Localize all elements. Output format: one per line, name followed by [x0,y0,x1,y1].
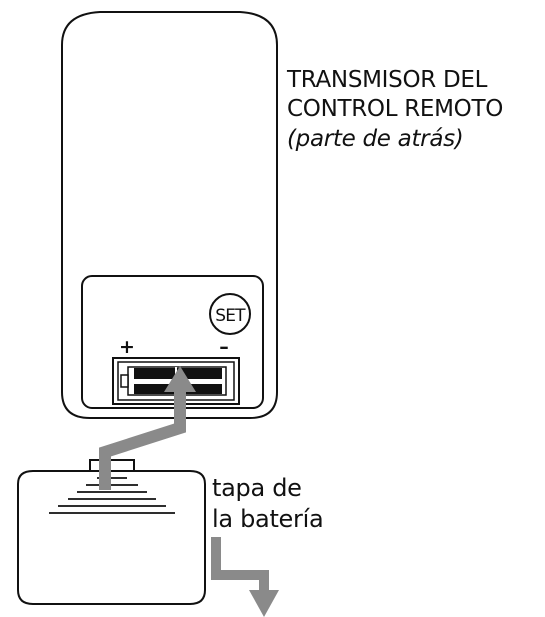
set-button-label: SET [215,306,246,326]
down-arrow-icon [211,537,279,617]
battery-cover [17,452,206,605]
plus-polarity-mark: + [119,336,135,358]
remote-subtitle: (parte de atrás) [287,126,464,152]
battery-terminal-nub [120,374,129,388]
remote-title-line-2: CONTROL REMOTO [287,96,504,122]
minus-polarity-mark: – [219,336,229,358]
battery-cover-grip-lines [49,477,175,514]
battery-cover-label-line-2: la batería [212,505,324,533]
set-button: SET [209,293,251,335]
remote-title-line-1: TRANSMISOR DEL [287,67,488,93]
battery-cover-label-line-1: tapa de [212,474,302,502]
battery-cover-body [17,470,206,605]
